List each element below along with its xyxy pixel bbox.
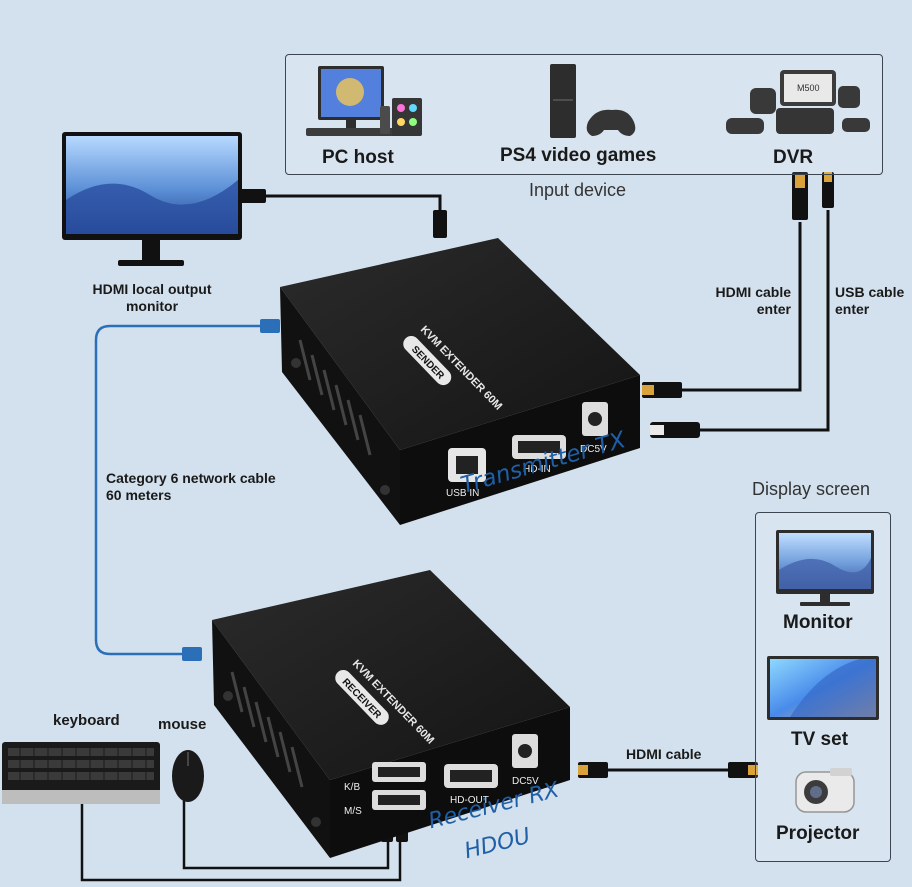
port-label-dc5v: DC5V [512, 776, 539, 787]
keyboard-label: keyboard [53, 712, 120, 729]
port-label-dc5v: DC5V [580, 444, 607, 455]
hdmi-output-label: HDMI cable [626, 746, 702, 762]
tv-set-label: TV set [791, 729, 849, 750]
network-cable [94, 324, 268, 656]
pc-host-icon [306, 66, 422, 136]
local-monitor-line1: HDMI local output [92, 281, 212, 297]
network-line1: Category 6 network cable [106, 470, 276, 486]
keyboard-icon [2, 742, 160, 804]
port-label-kb: K/B [344, 782, 360, 793]
usb-enter-line1: USB cable [835, 284, 905, 300]
local-monitor-icon [62, 132, 242, 266]
usb-enter-line2: enter [835, 301, 870, 317]
hdmi-enter-label: HDMI cable enter [693, 284, 791, 318]
display-screen-title: Display screen [752, 479, 871, 499]
network-line2: 60 meters [106, 487, 172, 503]
hdmi-local-cable [250, 194, 442, 220]
hdmi-plug-icon [240, 189, 266, 203]
hdmi-input-cable [660, 222, 802, 392]
ps4-icon [550, 64, 636, 138]
mouse-label: mouse [158, 716, 207, 733]
network-cable-label: Category 6 network cable 60 meters [106, 470, 276, 504]
receiver-device: KVM EXTENDER 60M RECEIVER K/B M/S HD-OUT… [212, 570, 570, 858]
keyboard-cable [80, 800, 402, 882]
monitor-icon [776, 530, 874, 606]
hdmi-plug-icon [433, 210, 447, 238]
usb-input-cable [680, 210, 830, 432]
dvr-screen-text: M500 [797, 83, 820, 93]
monitor-label: Monitor [783, 612, 853, 633]
rj45-plug-icon [182, 647, 202, 661]
local-monitor-label: HDMI local output monitor [72, 281, 232, 315]
local-monitor-line2: monitor [125, 298, 179, 314]
usb-enter-label: USB cable enter [835, 284, 904, 318]
port-label-ms: M/S [344, 806, 362, 817]
dvr-icon: M500 [726, 70, 870, 134]
input-device-title: Input device [529, 180, 627, 200]
hdmi-enter-line2: enter [756, 301, 791, 317]
tv-icon [767, 656, 879, 720]
projector-label: Projector [776, 823, 860, 844]
port-label-hd-in: HD-IN [523, 464, 551, 475]
port-label-usb-in: USB IN [446, 488, 479, 499]
input-device-group [285, 54, 883, 175]
dvr-label: DVR [773, 147, 814, 168]
mouse-cable [182, 800, 390, 870]
display-screen-group [755, 512, 891, 862]
ps4-label: PS4 video games [500, 145, 657, 166]
rj45-plug-icon [260, 319, 280, 333]
hdmi-enter-line1: HDMI cable [715, 284, 791, 300]
port-label-hd-out: HD-OUT [450, 795, 489, 806]
pc-host-label: PC host [322, 147, 394, 168]
mouse-icon [172, 750, 204, 802]
projector-icon [795, 768, 855, 813]
transmitter-device: KVM EXTENDER 60M SENDER USB IN HD-IN DC5… [280, 238, 640, 525]
